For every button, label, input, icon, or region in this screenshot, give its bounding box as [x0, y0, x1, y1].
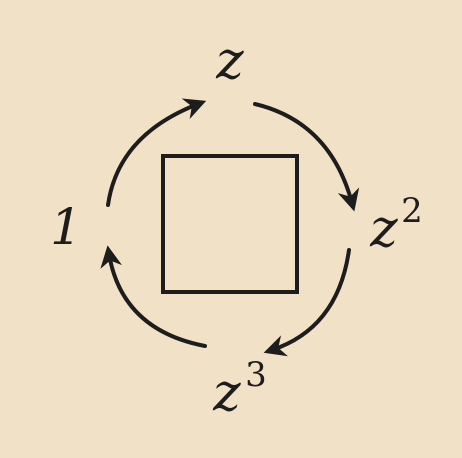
- node-right-label: z: [369, 199, 398, 259]
- arrow-z-to-z2: [253, 102, 360, 212]
- node-left-label: 1: [50, 198, 82, 256]
- arrow-z2-to-z3: [263, 248, 351, 357]
- node-right-base: z: [369, 199, 398, 259]
- arrow-1-to-z: [106, 98, 207, 207]
- node-top-label: z: [215, 31, 244, 91]
- arrow-z3-to-1: [100, 245, 207, 348]
- central-square: [161, 154, 299, 294]
- node-bottom-base: z: [212, 363, 241, 423]
- node-bottom-label: z: [212, 363, 241, 423]
- node-right-exponent: 2: [401, 191, 423, 231]
- node-bottom-exponent: 3: [245, 355, 267, 395]
